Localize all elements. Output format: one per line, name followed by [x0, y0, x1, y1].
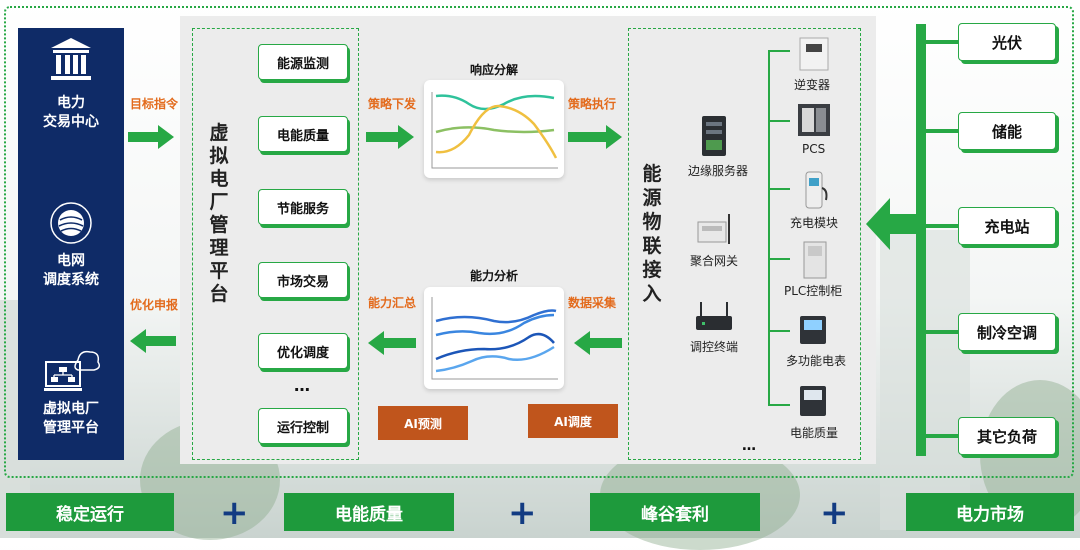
- bus-tick: [768, 404, 790, 406]
- bus-branch: [926, 129, 958, 133]
- chart-series-line: [435, 94, 555, 111]
- device-label-charging-module: 充电模块: [790, 216, 839, 230]
- chart-series-line: [435, 104, 558, 159]
- right-bus-bar: [916, 24, 926, 456]
- device-label-control-terminal: 调控终端: [690, 340, 739, 354]
- device-label-gateway: 聚合网关: [690, 254, 739, 268]
- chart-series-line: [435, 126, 555, 134]
- ai-predict-button[interactable]: AI预测: [378, 406, 468, 440]
- right-item-charging-station[interactable]: 充电站: [958, 207, 1056, 245]
- iot-ellipsis: …: [742, 438, 756, 454]
- left-item-vpp-platform: 虚拟电厂 管理平台: [43, 401, 99, 436]
- response-chart-title: 响应分解: [470, 63, 519, 77]
- capacity-chart-plot: [431, 297, 558, 380]
- ai-dispatch-button[interactable]: AI调度: [528, 404, 618, 438]
- building-icon: [51, 38, 91, 80]
- left-item-trading-center: 电力 交易中心: [43, 95, 99, 130]
- outer-frame: [4, 6, 1074, 478]
- strategy-issue-label: 策略下发: [368, 97, 417, 111]
- state-grid-logo-icon: [50, 202, 92, 244]
- device-label-inverter: 逆变器: [794, 78, 831, 92]
- arrow-right-icon: [568, 125, 622, 149]
- bottom-stable-operation: 稳定运行: [6, 493, 174, 531]
- chart-axis: [431, 297, 558, 380]
- vpp-item-power-quality[interactable]: 电能质量: [258, 116, 348, 152]
- vpp-item-energy-saving[interactable]: 节能服务: [258, 189, 348, 225]
- bus-tick: [768, 258, 790, 260]
- plc-cabinet-icon: [803, 241, 827, 279]
- arrow-left-big-icon: [866, 198, 922, 250]
- bus-branch: [926, 40, 958, 44]
- pcs-icon: [798, 104, 830, 136]
- device-label-pcs: PCS: [802, 142, 826, 156]
- device-label-power-quality: 电能质量: [790, 426, 839, 440]
- arrow-right-icon: [366, 125, 414, 149]
- response-chart: [424, 80, 564, 178]
- bus-branch: [926, 330, 958, 334]
- device-label-multifunction-meter: 多功能电表: [786, 354, 847, 368]
- strategy-exec-label: 策略执行: [568, 97, 617, 111]
- chart-series-line: [435, 345, 555, 373]
- target-command-label: 目标指令: [130, 97, 179, 111]
- bus-tick: [768, 330, 790, 332]
- right-item-storage[interactable]: 储能: [958, 112, 1056, 150]
- arrow-right-icon: [128, 125, 174, 149]
- cloud-monitor-icon: [44, 350, 101, 391]
- plus-icon: +: [220, 493, 249, 533]
- bottom-power-quality: 电能质量: [284, 493, 454, 531]
- bus-tick: [768, 120, 790, 122]
- vpp-platform-box: [192, 28, 359, 460]
- device-label-edge-server: 边缘服务器: [688, 164, 749, 178]
- right-item-other-load[interactable]: 其它负荷: [958, 417, 1056, 455]
- gateway-icon: [697, 214, 730, 244]
- iot-access-box: [628, 28, 861, 460]
- bus-tick: [768, 188, 790, 190]
- chart-axis: [431, 92, 558, 169]
- chart-series-line: [435, 309, 557, 324]
- bus-tick: [768, 50, 790, 52]
- vpp-item-operation-control[interactable]: 运行控制: [258, 408, 348, 444]
- arrow-left-icon: [130, 329, 176, 353]
- multifunction-meter-icon: [800, 316, 826, 344]
- vpp-ellipsis: …: [294, 376, 310, 395]
- plus-icon: +: [508, 493, 537, 533]
- capacity-summary-label: 能力汇总: [368, 296, 417, 310]
- plus-icon: +: [820, 493, 849, 533]
- vpp-item-optimal-dispatch[interactable]: 优化调度: [258, 333, 348, 369]
- data-collection-label: 数据采集: [568, 296, 617, 310]
- bus-branch: [926, 224, 958, 228]
- inverter-icon: [799, 37, 829, 71]
- chart-series-line: [435, 313, 555, 337]
- device-bus-line: [768, 50, 770, 405]
- edge-server-icon: [702, 116, 726, 156]
- power-quality-meter-icon: [800, 386, 826, 416]
- optimize-report-label: 优化申报: [130, 298, 179, 312]
- arrow-left-icon: [574, 331, 622, 355]
- vpp-item-market-trading[interactable]: 市场交易: [258, 262, 348, 298]
- right-item-pv[interactable]: 光伏: [958, 23, 1056, 61]
- device-label-plc-cabinet: PLC控制柜: [784, 284, 843, 298]
- left-item-grid-dispatch: 电网 调度系统: [43, 253, 99, 288]
- iot-access-title: 能源物联接入: [642, 163, 662, 305]
- response-chart-plot: [431, 92, 558, 169]
- capacity-chart-title: 能力分析: [470, 269, 519, 283]
- vpp-item-energy-monitoring[interactable]: 能源监测: [258, 44, 348, 80]
- bottom-power-market: 电力市场: [906, 493, 1074, 531]
- bus-branch: [926, 434, 958, 438]
- left-column: 电力 交易中心 电网 调度系统 虚拟电厂 管理平台: [18, 28, 124, 460]
- vpp-platform-title: 虚拟电厂管理平台: [209, 122, 229, 305]
- charging-module-icon: [805, 171, 828, 209]
- control-terminal-icon: [696, 302, 732, 330]
- right-item-hvac[interactable]: 制冷空调: [958, 313, 1056, 351]
- chart-series-line: [435, 332, 555, 361]
- bottom-peak-valley: 峰谷套利: [590, 493, 760, 531]
- capacity-chart: [424, 287, 564, 389]
- arrow-left-icon: [368, 331, 416, 355]
